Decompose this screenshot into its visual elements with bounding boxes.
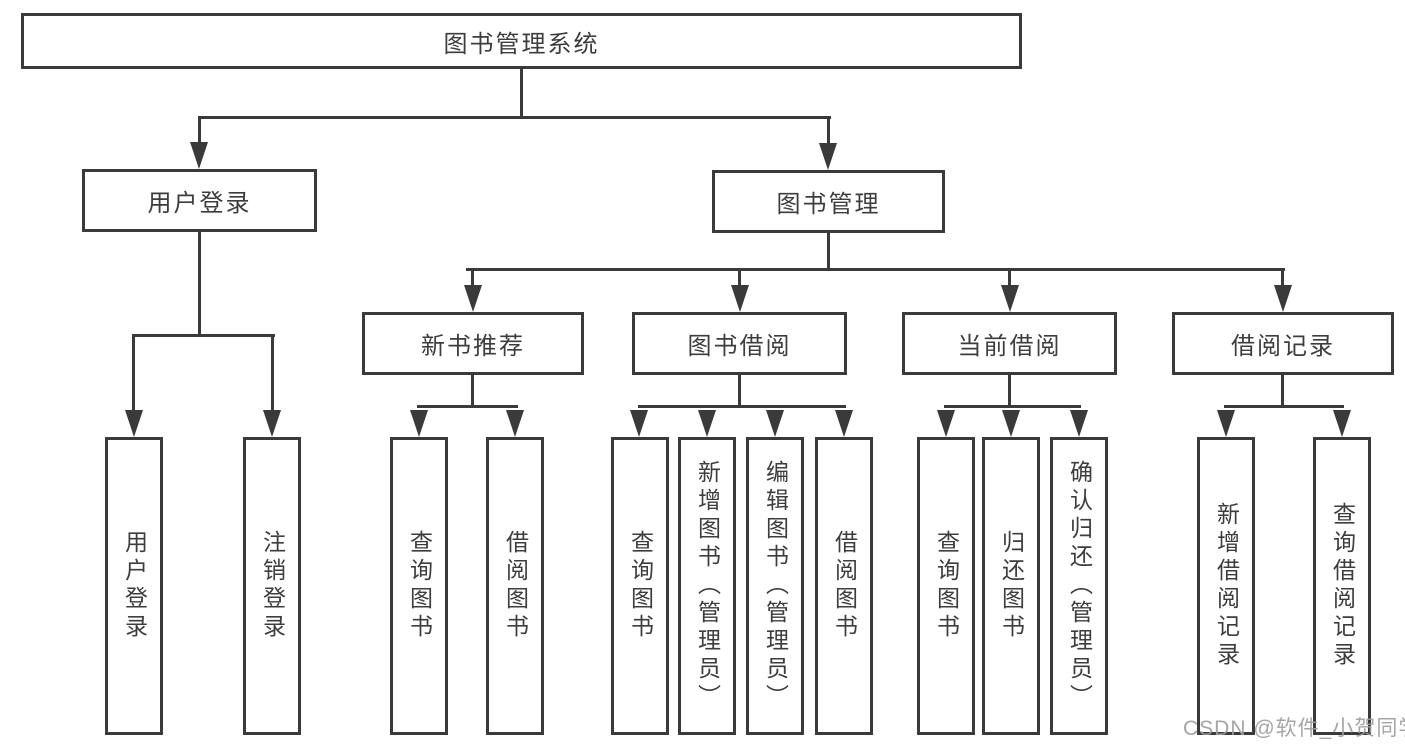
arrowhead-down bbox=[1002, 410, 1020, 437]
leaf-query-books-3: 查询图书 bbox=[917, 437, 975, 735]
csdn-watermark: CSDN @软件_小贺同学 bbox=[1183, 717, 1405, 740]
connector-line bbox=[1281, 375, 1284, 408]
leaf-return-books: 归还图书 bbox=[982, 437, 1040, 735]
connector-line bbox=[471, 375, 474, 408]
leaf-user-login: 用户登录 bbox=[105, 437, 163, 735]
arrowhead-down bbox=[1274, 285, 1292, 312]
arrowhead-down bbox=[1333, 410, 1351, 437]
connector-line bbox=[1008, 268, 1011, 290]
connector-line bbox=[198, 116, 201, 146]
arrowhead-down bbox=[835, 410, 853, 437]
connector-line bbox=[520, 69, 523, 118]
connector-line bbox=[132, 334, 275, 337]
arrowhead-down bbox=[190, 142, 208, 169]
leaf-query-books-1: 查询图书 bbox=[390, 437, 448, 735]
arrowhead-down bbox=[731, 285, 749, 312]
connector-line bbox=[1008, 375, 1011, 408]
connector-line bbox=[827, 116, 830, 146]
arrowhead-down bbox=[506, 410, 524, 437]
connector-line bbox=[132, 334, 135, 414]
arrowhead-down bbox=[1070, 410, 1088, 437]
leaf-borrow-books-2: 借阅图书 bbox=[815, 437, 873, 735]
connector-line bbox=[471, 268, 474, 290]
node-current-borrow: 当前借阅 bbox=[902, 312, 1117, 375]
connector-line bbox=[944, 405, 1081, 408]
arrowhead-down bbox=[937, 410, 955, 437]
connector-line bbox=[638, 405, 846, 408]
leaf-confirm-return-admin: 确认归还（管理员） bbox=[1050, 437, 1108, 735]
leaf-query-borrow-record: 查询借阅记录 bbox=[1313, 437, 1371, 735]
connector-line bbox=[1224, 405, 1344, 408]
arrowhead-down bbox=[698, 410, 716, 437]
leaf-add-books-admin: 新增图书（管理员） bbox=[678, 437, 736, 735]
arrowhead-down bbox=[630, 410, 648, 437]
node-new-book-recommend: 新书推荐 bbox=[362, 312, 584, 375]
arrowhead-down bbox=[766, 410, 784, 437]
arrowhead-down bbox=[263, 410, 281, 437]
arrowhead-down bbox=[464, 285, 482, 312]
connector-line bbox=[271, 334, 274, 414]
arrowhead-down bbox=[1001, 285, 1019, 312]
arrowhead-down bbox=[1217, 410, 1235, 437]
node-book-management: 图书管理 bbox=[712, 170, 945, 233]
connector-line bbox=[466, 268, 1285, 271]
connector-line bbox=[1281, 268, 1284, 290]
arrowhead-down bbox=[819, 143, 837, 170]
leaf-logout: 注销登录 bbox=[243, 437, 301, 735]
leaf-edit-books-admin: 编辑图书（管理员） bbox=[746, 437, 804, 735]
arrowhead-down bbox=[410, 410, 428, 437]
connector-line bbox=[198, 116, 831, 119]
node-book-borrow: 图书借阅 bbox=[632, 312, 847, 375]
connector-line bbox=[827, 233, 830, 271]
arrowhead-down bbox=[125, 410, 143, 437]
node-borrow-records: 借阅记录 bbox=[1172, 312, 1394, 375]
node-user-login: 用户登录 bbox=[82, 169, 317, 232]
connector-line bbox=[198, 232, 201, 337]
node-root: 图书管理系统 bbox=[21, 13, 1022, 69]
connector-line bbox=[417, 405, 518, 408]
leaf-borrow-books-1: 借阅图书 bbox=[486, 437, 544, 735]
connector-line bbox=[738, 268, 741, 290]
leaf-add-borrow-record: 新增借阅记录 bbox=[1197, 437, 1255, 735]
leaf-query-books-2: 查询图书 bbox=[611, 437, 669, 735]
connector-line bbox=[738, 375, 741, 408]
